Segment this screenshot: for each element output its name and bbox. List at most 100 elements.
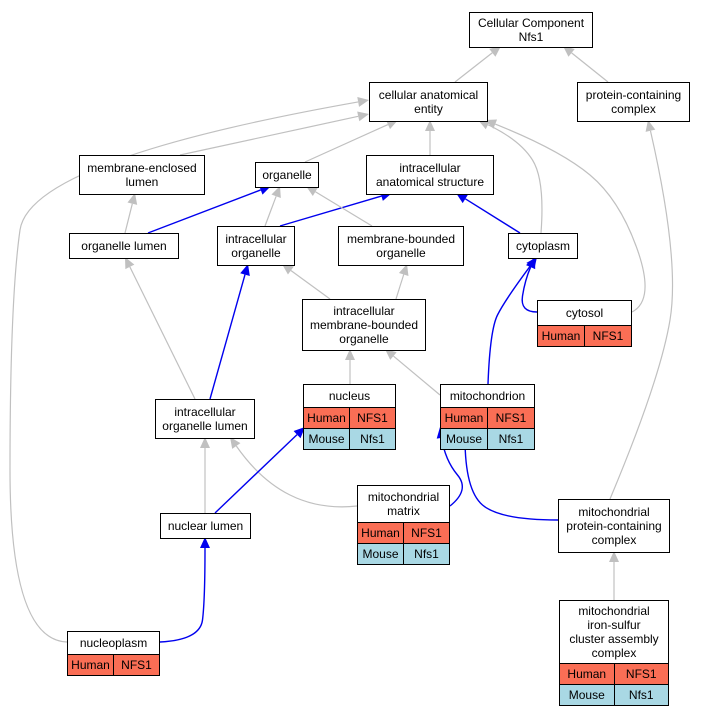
node-io[interactable]: intracellular organelle [217, 226, 295, 266]
edge-ol-mel [124, 203, 133, 234]
species-label: Human [560, 664, 614, 684]
edge-nl-nucleus [214, 434, 298, 514]
node-mel[interactable]: membrane-enclosed lumen [79, 155, 205, 195]
edge-mito-imbo [393, 355, 441, 396]
node-label: nuclear lumen [167, 519, 244, 533]
edge-mpcc-pcc [609, 130, 674, 500]
gene-label: NFS1 [487, 408, 534, 428]
edge-cyto-ias [464, 198, 521, 234]
node-label: mitochondrion [449, 389, 526, 403]
node-organelle[interactable]: organelle [255, 162, 319, 188]
node-label: protein-containing complex [585, 88, 682, 116]
node-label: cellular anatomical entity [378, 88, 479, 116]
node-iol[interactable]: intracellular organelle lumen [155, 399, 255, 439]
edge-np-nl-arrowhead [200, 537, 210, 548]
node-cae[interactable]: cellular anatomical entity [369, 82, 488, 122]
edge-pcc-root-arrowhead [563, 46, 575, 57]
node-label: mitochondrial matrix [367, 490, 440, 518]
edge-mbo-organelle-arrowhead [306, 186, 318, 196]
edge-misc-mpcc-arrowhead [609, 551, 619, 562]
edge-organelle-cae-arrowhead [385, 119, 398, 130]
edge-cae-root-arrowhead [489, 46, 501, 57]
node-label: intracellular membrane-bounded organelle [309, 304, 419, 346]
edge-nucleus-imbo-arrowhead [345, 349, 355, 360]
node-label: membrane-bounded organelle [346, 232, 456, 260]
gene-label: NFS1 [584, 326, 631, 346]
edge-cytosol-cae-arrowhead [485, 119, 498, 129]
edge-mm-mito [440, 437, 464, 507]
node-label: Cellular Component Nfs1 [477, 16, 585, 44]
node-label: nucleoplasm [79, 636, 148, 650]
node-label: cytoplasm [515, 239, 571, 253]
node-nl[interactable]: nuclear lumen [160, 513, 251, 539]
gene-label: NFS1 [403, 523, 449, 543]
edge-pcc-root [571, 52, 609, 83]
gene-label: Nfs1 [487, 429, 534, 449]
edge-iol-ol-arrowhead [125, 257, 135, 270]
node-label: membrane-enclosed lumen [87, 161, 197, 189]
edge-np-cae-arrowhead [357, 96, 369, 107]
node-mpcc[interactable]: mitochondrial protein-containing complex [558, 499, 670, 553]
edge-ol-mel-arrowhead [127, 193, 138, 205]
edge-ias-cae-arrowhead [425, 120, 435, 131]
edge-organelle-cae [304, 123, 389, 163]
node-cytoplasm[interactable]: cytoplasm [508, 233, 578, 259]
edge-imbo-io-arrowhead [282, 264, 294, 275]
species-label: Mouse [304, 429, 349, 449]
edge-mbo-organelle [315, 191, 373, 227]
edge-imbo-mbo [395, 274, 405, 300]
node-label: intracellular organelle lumen [162, 405, 248, 433]
node-ol[interactable]: organelle lumen [69, 233, 179, 259]
node-label: nucleus [328, 389, 371, 403]
species-label: Mouse [358, 544, 403, 564]
edge-io-organelle-arrowhead [271, 186, 281, 199]
species-label: Human [68, 655, 113, 675]
node-root[interactable]: Cellular Component Nfs1 [469, 12, 593, 48]
species-label: Mouse [441, 429, 487, 449]
edge-mel-cae-arrowhead [357, 111, 369, 122]
node-imbo[interactable]: intracellular membrane-bounded organelle [302, 299, 426, 351]
node-label: organelle [262, 168, 312, 182]
edge-mm-iol-arrowhead [230, 437, 241, 449]
edge-np-nl [159, 547, 206, 643]
node-mbo[interactable]: membrane-bounded organelle [338, 226, 464, 266]
gene-label: NFS1 [113, 655, 159, 675]
edge-mito-cyto [487, 265, 531, 385]
edge-ol-organelle [147, 189, 261, 234]
node-ias[interactable]: intracellular anatomical structure [366, 155, 494, 195]
node-label: cytosol [565, 306, 604, 320]
node-label: intracellular organelle [225, 232, 287, 260]
edge-iol-io-arrowhead [240, 264, 250, 276]
gene-label: Nfs1 [403, 544, 449, 564]
node-pcc[interactable]: protein-containing complex [577, 82, 690, 122]
gene-label: NFS1 [613, 664, 668, 684]
edge-iol-io [209, 274, 246, 400]
edge-cyto-cae [487, 124, 543, 234]
gene-label: Nfs1 [349, 429, 395, 449]
edge-cyto-cae-arrowhead [478, 120, 491, 130]
edge-mpcc-mito [464, 437, 559, 521]
edge-cae-root [454, 52, 493, 83]
edge-mm-iol [235, 445, 358, 508]
node-misc[interactable]: mitochondrial iron-sulfur cluster assemb… [559, 600, 669, 706]
node-label: mitochondrial iron-sulfur cluster assemb… [569, 604, 659, 660]
edge-cytosol-cae [494, 123, 646, 313]
edge-mito-cyto-arrowhead [526, 257, 537, 269]
species-label: Human [538, 326, 584, 346]
node-label: intracellular anatomical structure [375, 161, 485, 189]
